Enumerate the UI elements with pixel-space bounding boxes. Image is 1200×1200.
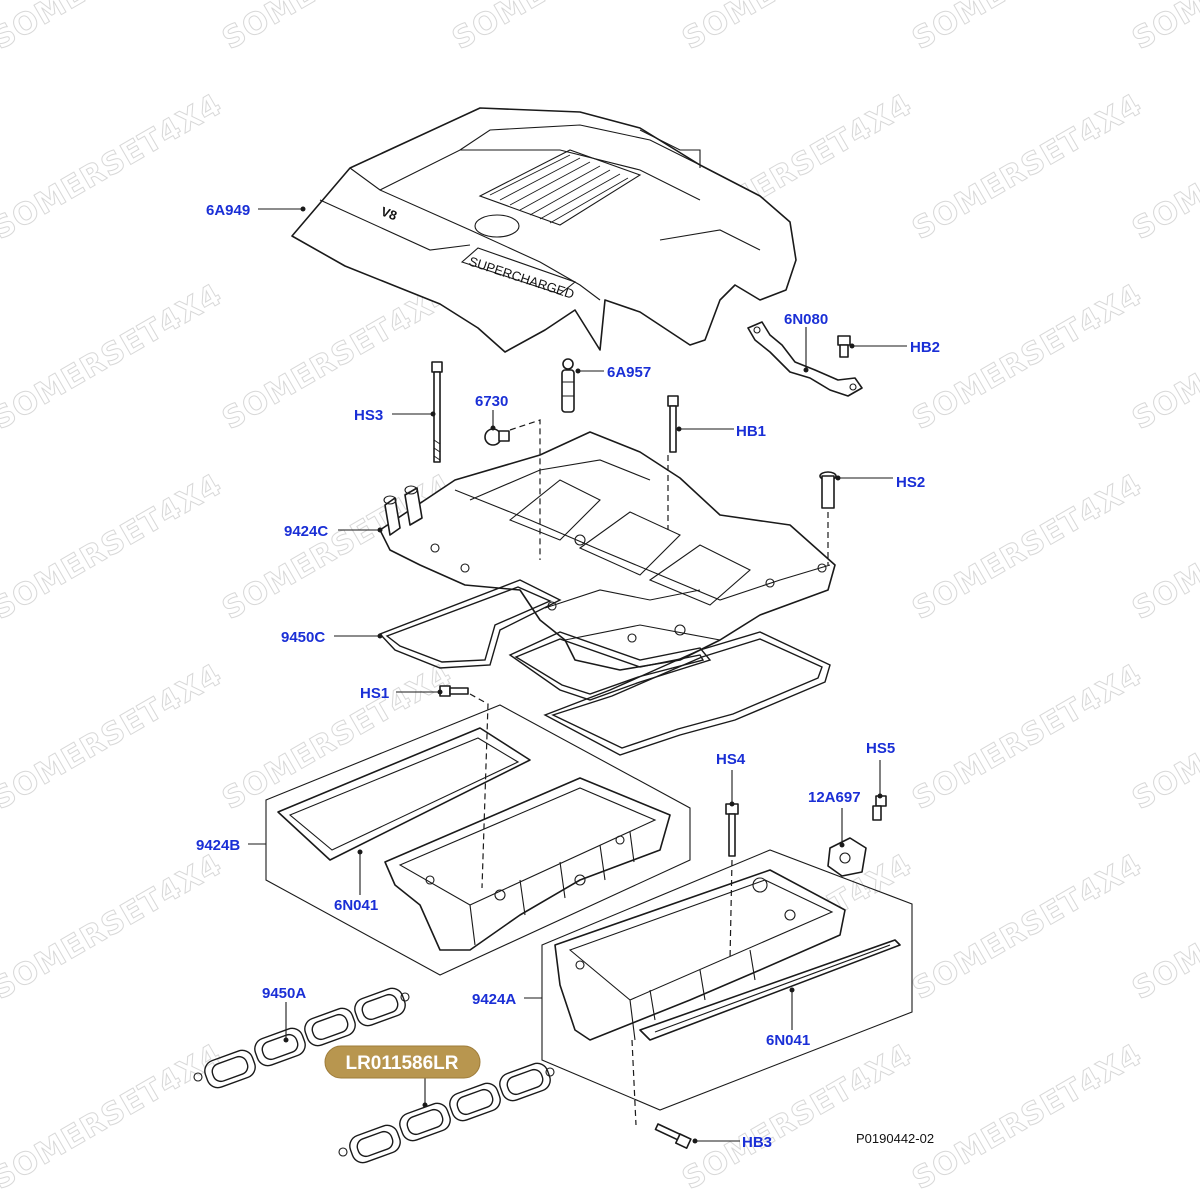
watermark: SOMERSET4X4 [0,467,228,627]
upper-manifold-9424c[interactable] [379,431,836,671]
gasket-9450a-upper [193,987,410,1089]
watermark: SOMERSET4X4 [0,0,228,57]
bolt-hb1[interactable] [667,395,679,453]
label-hb1[interactable]: HB1 [736,423,766,440]
watermark: SOMERSET4X4 [1127,0,1200,57]
manifold-9424b[interactable] [277,727,671,951]
watermark: SOMERSET4X4 [907,467,1149,627]
watermark: SOMERSET4X4 [0,277,228,437]
watermark: SOMERSET4X4 [447,0,689,57]
label-9450a[interactable]: 9450A [262,985,306,1002]
label-hs2[interactable]: HS2 [896,474,925,491]
harness-bracket-6n080[interactable] [747,321,863,397]
part-labels: 6A949 6N080 HB2 6A957 6730 HS3 HB1 HS2 9… [196,202,940,1151]
sensor-12a697[interactable] [827,837,867,877]
watermark: SOMERSET4X4 [217,277,459,437]
bolt-hb2[interactable] [837,335,851,358]
gasket-9450a[interactable] [193,985,555,1165]
label-hs1[interactable]: HS1 [360,685,389,702]
label-9424c[interactable]: 9424C [284,523,328,540]
cover-v8-text: V8 [379,204,399,224]
label-9424b[interactable]: 9424B [196,837,240,854]
label-hb2[interactable]: HB2 [910,339,940,356]
label-6n041-left[interactable]: 6N041 [334,897,378,914]
watermark: SOMERSET4X4 [677,1037,919,1197]
watermark: SOMERSET4X4 [907,657,1149,817]
watermark: SOMERSET4X4 [907,87,1149,247]
manifold-box-9424b [265,704,691,976]
watermark: SOMERSET4X4 [907,0,1149,57]
part-number-badge[interactable]: LR011586LR [324,1045,481,1079]
gasket-9450c[interactable] [378,579,831,756]
label-hs3[interactable]: HS3 [354,407,383,424]
plug-6730[interactable] [484,428,510,446]
bolt-hs2[interactable] [819,471,837,509]
bolt-hs1[interactable] [439,685,469,697]
bolt-hs4[interactable] [725,803,739,857]
watermark: SOMERSET4X4 [907,277,1149,437]
watermark: SOMERSET4X4 [0,657,228,817]
label-hs5[interactable]: HS5 [866,740,895,757]
manifold-9424a[interactable] [554,869,901,1041]
reference-code: P0190442-02 [856,1131,934,1146]
assembly-lines [469,419,829,1126]
watermark: SOMERSET4X4 [677,0,919,57]
gasket-9450a-lower [338,1062,555,1164]
engine-cover[interactable]: SUPERCHARGED V8 [291,107,797,353]
bolt-hs3[interactable] [431,361,443,463]
watermark: SOMERSET4X4 [907,847,1149,1007]
label-6n080[interactable]: 6N080 [784,311,828,328]
label-hb3[interactable]: HB3 [742,1134,772,1151]
bolt-hb3[interactable] [654,1123,692,1149]
label-6a957[interactable]: 6A957 [607,364,651,381]
label-9424a[interactable]: 9424A [472,991,516,1008]
watermark: SOMERSET4X4 [0,87,228,247]
manifold-box-9424a [541,849,913,1111]
label-hs4[interactable]: HS4 [716,751,746,768]
label-12a697[interactable]: 12A697 [808,789,861,806]
label-9450c[interactable]: 9450C [281,629,325,646]
watermark: SOMERSET4X4 [907,1037,1149,1197]
watermark: SOMERSET4X4 [0,847,228,1007]
bolt-hs5[interactable] [872,795,887,821]
label-6n041-right[interactable]: 6N041 [766,1032,810,1049]
part-number-text: LR011586LR [345,1053,458,1074]
label-6a949[interactable]: 6A949 [206,202,250,219]
watermark: SOMERSET4X4 [217,0,459,57]
filler-6a957[interactable] [561,358,575,413]
label-6730[interactable]: 6730 [475,393,508,410]
watermark: SOMERSET4X4 [0,1037,228,1197]
leader-lines [248,206,907,1144]
